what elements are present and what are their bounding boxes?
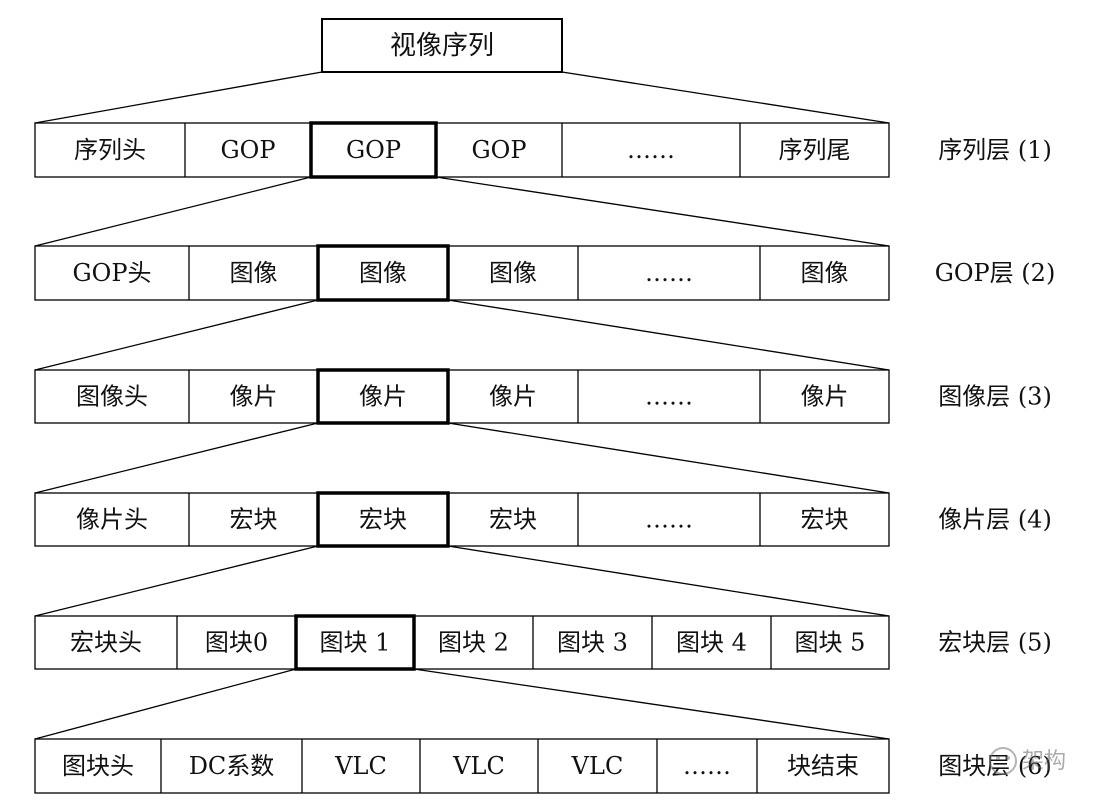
cell-label: 图块 2 <box>438 629 509 657</box>
cell-label: 序列头 <box>74 136 146 164</box>
cell-label: 宏块 <box>801 506 849 534</box>
cell-label: 序列尾 <box>779 136 851 164</box>
cell-label: …… <box>683 752 731 780</box>
connector-line <box>34 422 319 494</box>
cell-label: GOP <box>346 136 401 164</box>
highlighted-cell <box>316 244 450 302</box>
cell-label: 图像 <box>801 259 849 287</box>
connector-line <box>34 299 319 371</box>
watermark-text: 架构 <box>1022 749 1066 774</box>
cell-label: …… <box>627 136 675 164</box>
layer-outline <box>34 492 890 547</box>
cell-label: 图块 4 <box>676 629 747 657</box>
cell-label: GOP头 <box>73 259 152 287</box>
cell-label: 图像头 <box>76 383 148 411</box>
cell-label: 像片 <box>489 383 537 411</box>
highlighted-cell <box>316 491 450 548</box>
cell-label: GOP <box>221 136 276 164</box>
layer-label: 序列层 (1) <box>938 136 1052 164</box>
highlighted-cell <box>309 121 438 179</box>
highlighted-cell <box>294 614 416 671</box>
cell-label: 块结束 <box>787 752 859 780</box>
cell-label: 像片头 <box>76 506 148 534</box>
cell-label: 像片 <box>230 383 278 411</box>
layer-label: 图像层 (3) <box>938 383 1052 411</box>
root-label: 视像序列 <box>390 31 494 61</box>
cell-label: DC系数 <box>189 752 275 780</box>
cell-label: 宏块 <box>489 506 537 534</box>
layer-outline <box>34 245 890 301</box>
connector-line <box>447 422 890 494</box>
cell-label: 图像 <box>359 259 407 287</box>
connector-line <box>34 668 297 740</box>
layer-row: 图像头 像片 像片 像片 …… 像片 图像层 (3) <box>34 368 1052 425</box>
cell-label: 宏块头 <box>70 629 142 657</box>
layer-row: 像片头 宏块 宏块 宏块 …… 宏块 像片层 (4) <box>34 491 1052 548</box>
cell-label: VLC <box>452 752 505 780</box>
cell-label: 图像 <box>489 259 537 287</box>
cell-label: 像片 <box>801 383 849 411</box>
root-node: 视像序列 <box>321 18 563 73</box>
layer-outline <box>34 122 890 178</box>
cell-label: GOP <box>472 136 527 164</box>
cell-label: 图像 <box>230 259 278 287</box>
watermark-icon-dot <box>1006 756 1010 760</box>
layer-label: 像片层 (4) <box>938 506 1052 534</box>
layer-outline <box>34 369 890 424</box>
cell-label: VLC <box>334 752 387 780</box>
cell-label: VLC <box>571 752 624 780</box>
layer-label: GOP层 (2) <box>935 259 1056 287</box>
cell-label: 图块 1 <box>320 629 391 657</box>
watermark-icon-dot <box>996 756 1000 760</box>
cell-label: 像片 <box>359 383 407 411</box>
root-box <box>321 18 563 73</box>
highlighted-cell <box>316 368 450 425</box>
connector-line <box>34 176 312 247</box>
layer-outline <box>34 738 890 794</box>
cell-label: …… <box>645 259 693 287</box>
connector-line <box>34 545 319 617</box>
layer-row: GOP头 图像 图像 图像 …… 图像 GOP层 (2) <box>34 244 1056 302</box>
watermark-icon <box>989 747 1017 775</box>
cell-label: 图块0 <box>205 629 268 657</box>
connector-line <box>561 71 890 124</box>
layer-row: 序列头 GOP GOP GOP …… 序列尾 序列层 (1) <box>34 121 1052 179</box>
cell-label: 图块 3 <box>557 629 628 657</box>
cell-label: 图块 5 <box>795 629 866 657</box>
cell-label: …… <box>645 383 693 411</box>
layer-row: 宏块头 图块0 图块 1 图块 2 图块 3 图块 4 图块 5 宏块层 (5) <box>34 614 1052 671</box>
cell-label: 宏块 <box>359 506 407 534</box>
layer-row: 图块头 DC系数 VLC VLC VLC …… 块结束 图块层 (6) <box>34 738 1052 794</box>
cell-label: …… <box>645 506 693 534</box>
watermark: 架构 <box>989 747 1066 775</box>
connector-line <box>435 176 890 247</box>
connector-line <box>413 668 890 740</box>
cell-label: 宏块 <box>230 506 278 534</box>
connector-line <box>447 299 890 371</box>
connector-line <box>447 545 890 617</box>
cell-label: 图块头 <box>62 752 134 780</box>
layer-label: 宏块层 (5) <box>938 629 1052 657</box>
connector-line <box>34 71 323 124</box>
expansion-connectors <box>34 71 890 740</box>
layer-label: 图块层 (6) <box>938 752 1052 780</box>
